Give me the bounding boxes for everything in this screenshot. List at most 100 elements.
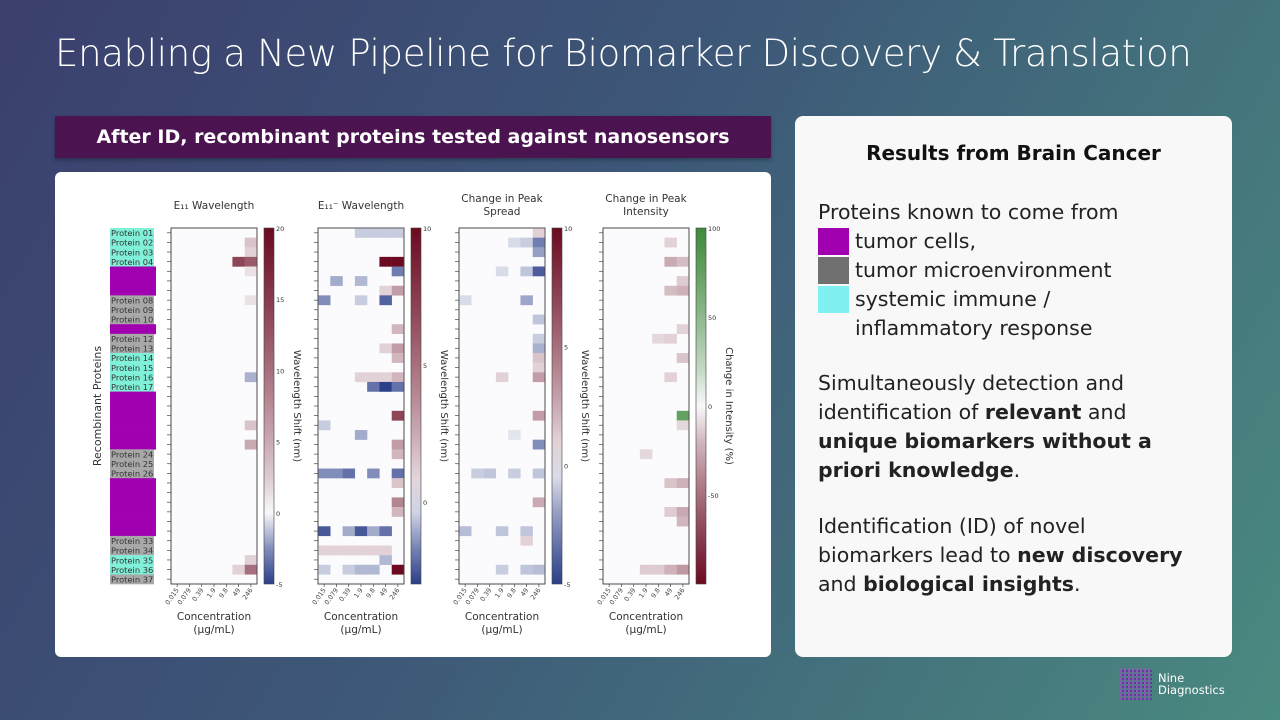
x-tick-label: 49 [663, 587, 674, 598]
heatmap-cell [354, 526, 368, 537]
colorbar-tick-label: -5 [564, 581, 570, 589]
text: . [1073, 572, 1081, 596]
protein-group-marker [110, 362, 154, 373]
protein-label: Protein 37 [111, 575, 153, 585]
heatmap-cell [532, 314, 546, 325]
text: biomarkers lead to [818, 543, 1018, 567]
heatmap-cell [318, 295, 331, 306]
heatmap-cell [379, 256, 392, 267]
colorbar-tick-label: 10 [276, 367, 284, 375]
heatmap-cell [354, 228, 368, 238]
colorbar-tick-label: 0 [708, 403, 712, 411]
heatmap-title: E₁₁ Wavelength [174, 200, 255, 212]
heatmap-cell [367, 468, 380, 479]
heatmap-cell [244, 564, 258, 575]
heatmap-cell [367, 545, 380, 556]
protein-group-marker [110, 478, 156, 489]
heatmap-cell [391, 507, 405, 517]
heatmap-cell [354, 276, 368, 286]
protein-label: Protein 14 [111, 353, 153, 363]
colorbar [263, 227, 275, 585]
heatmap-cell [318, 468, 331, 479]
heatmap-cell [532, 468, 546, 479]
colorbar-label: Change in Intensity (%) [723, 347, 734, 465]
legend-item-tumor: tumor cells, [818, 227, 1118, 256]
protein-label: Protein 03 [111, 247, 153, 257]
protein-group-marker [110, 497, 156, 508]
heatmap-cell [676, 353, 690, 363]
immune-swatch [818, 286, 849, 313]
heatmap-cell [244, 295, 258, 306]
protein-group-marker [110, 372, 154, 383]
heatmap-cell [652, 333, 665, 344]
heatmap-cell [676, 420, 690, 431]
heatmap-cell [676, 285, 690, 296]
heatmap-cell [520, 237, 533, 248]
heatmap-cell [676, 478, 690, 488]
protein-label: Protein 08 [111, 295, 153, 305]
heatmap-cell [330, 545, 343, 556]
colorbar-tick-label: 50 [708, 314, 716, 322]
protein-label: Protein 17 [111, 382, 153, 392]
x-tick-label: 49 [519, 587, 530, 598]
colorbar-tick-label: 0 [564, 462, 568, 470]
colorbar-tick-label: 5 [276, 439, 280, 447]
heatmap-cell [676, 256, 690, 267]
colorbar [410, 227, 422, 585]
heatmap-cell [508, 468, 521, 479]
x-axis-label: (µg/mL) [193, 624, 234, 636]
heatmap-cell [244, 372, 258, 383]
legend-item-microenvironment: tumor microenvironment [818, 256, 1118, 285]
heatmap-plot-area [170, 227, 258, 585]
heatmap-cell [520, 526, 533, 537]
heatmap-cell [664, 256, 677, 267]
heatmap-cell [391, 353, 405, 363]
heatmap-cell [508, 237, 521, 248]
heatmap-cell [520, 564, 533, 575]
heatmap-cell [664, 333, 677, 344]
heatmap-title: Spread [484, 206, 521, 218]
heatmap-cell [330, 276, 343, 286]
heatmap-plot-area [458, 227, 546, 585]
heatmap-cell [676, 324, 690, 335]
heatmap-title: Change in Peak [461, 193, 543, 205]
heatmap-cell [379, 545, 392, 556]
results-title: Results from Brain Cancer [866, 141, 1161, 165]
x-axis-label: Concentration [324, 611, 398, 623]
protein-group-marker [110, 285, 156, 296]
bold-text: relevant [984, 400, 1082, 424]
colorbar [695, 227, 707, 585]
heatmap-cell [532, 362, 546, 373]
x-tick-label: 9.8 [217, 587, 229, 600]
text: . [1013, 458, 1021, 482]
heatmap-cell [676, 564, 690, 575]
heatmap-title: Intensity [623, 206, 669, 218]
heatmap-cell [367, 228, 380, 238]
colorbar-tick-label: 20 [276, 225, 284, 233]
protein-label: Protein 16 [111, 372, 153, 382]
x-tick-label: 9.8 [505, 587, 517, 600]
bold-text: biological insights [863, 572, 1074, 596]
protein-group-marker [110, 343, 154, 354]
protein-group-marker [110, 430, 156, 440]
heatmap-cell [532, 372, 546, 383]
heatmap-cell [391, 497, 405, 508]
protein-label: Protein 36 [111, 565, 153, 575]
heatmap-cell [391, 266, 405, 277]
x-tick-label: 9.8 [649, 587, 661, 600]
protein-group-marker [110, 420, 156, 431]
heatmap-cell [367, 526, 380, 537]
protein-group-marker [110, 256, 154, 267]
x-tick-label: 0.39 [190, 587, 205, 603]
section-banner: After ID, recombinant proteins tested ag… [55, 116, 771, 158]
heatmap-cell [244, 256, 258, 267]
logo-text: Diagnostics [1158, 683, 1225, 697]
protein-label: Protein 24 [111, 449, 153, 459]
protein-group-marker [110, 458, 154, 469]
protein-label: Protein 01 [111, 228, 153, 238]
heatmap-cell [379, 381, 392, 392]
colorbar-tick-label: 5 [423, 362, 427, 370]
colorbar-tick-label: 5 [564, 344, 568, 352]
heatmap-cell [318, 526, 331, 537]
